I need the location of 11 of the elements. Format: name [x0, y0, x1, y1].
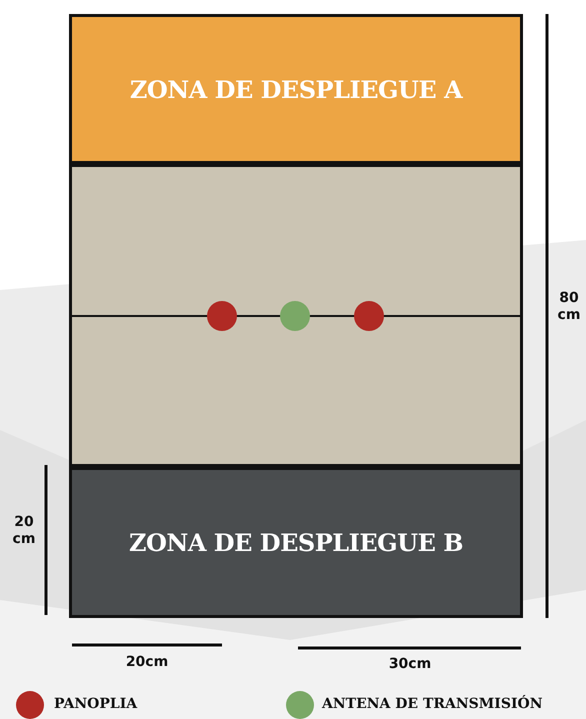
play-field [69, 164, 523, 467]
zone-title: ZONA DE DESPLIEGUE A [130, 74, 462, 104]
dimension-label: 20 cm [12, 514, 36, 548]
legend-label: ANTENA DE TRANSMISIÓN [322, 696, 542, 712]
deployment-zone [69, 14, 523, 164]
legend-label: PANOPLIA [54, 696, 138, 712]
dimension-label: 80 cm [556, 290, 582, 324]
dimension-label: 30cm [388, 656, 432, 673]
dimension-label: 20cm [124, 654, 170, 671]
deployment-zone [69, 467, 523, 618]
zone-title: ZONA DE DESPLIEGUE B [128, 528, 464, 557]
